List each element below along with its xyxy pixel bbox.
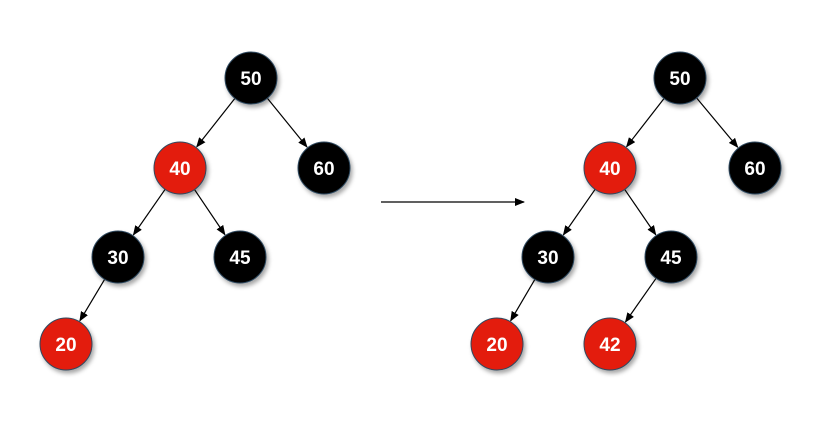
after-tree: 50 40 60 30 45 20 42 [470,51,782,371]
node-circle [39,317,93,371]
node-circle [653,51,707,105]
node-50-black: 50 [224,51,278,105]
node-circle [153,141,207,195]
node-label: 20 [55,335,76,356]
edge-m40-m30 [562,188,596,236]
node-label: 45 [229,248,251,269]
node-label: 50 [669,69,690,90]
node-42-red: 42 [583,317,637,371]
edge-m50-m40 [625,98,665,148]
node-20-red: 20 [39,317,93,371]
edge-m50-m60 [696,97,739,149]
node-circle [728,141,782,195]
edge-m30-m20 [510,279,536,322]
node-label: 30 [537,248,558,269]
node-label: 40 [599,159,620,180]
node-40-red: 40 [153,141,207,195]
node-circle [583,141,637,195]
node-circle [583,317,637,371]
node-45-black: 45 [213,230,267,284]
edge-m45-m42 [624,277,657,323]
before-tree: 50 40 60 30 45 20 [39,51,351,371]
node-circle [224,51,278,105]
node-label: 42 [599,335,620,356]
node-circle [213,230,267,284]
node-20-red: 20 [470,317,524,371]
node-40-red: 40 [583,141,637,195]
node-30-black: 30 [91,230,145,284]
node-circle [470,317,524,371]
node-60-black: 60 [297,141,351,195]
node-30-black: 30 [521,230,575,284]
node-circle [644,230,698,284]
edge-n50-n60 [266,97,308,148]
edge-n40-n30 [132,188,166,236]
node-label: 30 [107,248,128,269]
edge-n50-n40 [196,98,236,148]
node-label: 40 [169,159,190,180]
node-label: 60 [744,159,765,180]
node-50-black: 50 [653,51,707,105]
edge-m40-m45 [624,189,657,236]
node-45-black: 45 [644,230,698,284]
node-label: 50 [240,69,261,90]
edge-n40-n45 [194,189,226,236]
node-circle [521,230,575,284]
node-label: 60 [313,159,334,180]
node-60-black: 60 [728,141,782,195]
node-circle [91,230,145,284]
edge-n30-n20 [79,279,106,322]
node-label: 45 [660,248,682,269]
node-circle [297,141,351,195]
node-label: 20 [486,335,507,356]
